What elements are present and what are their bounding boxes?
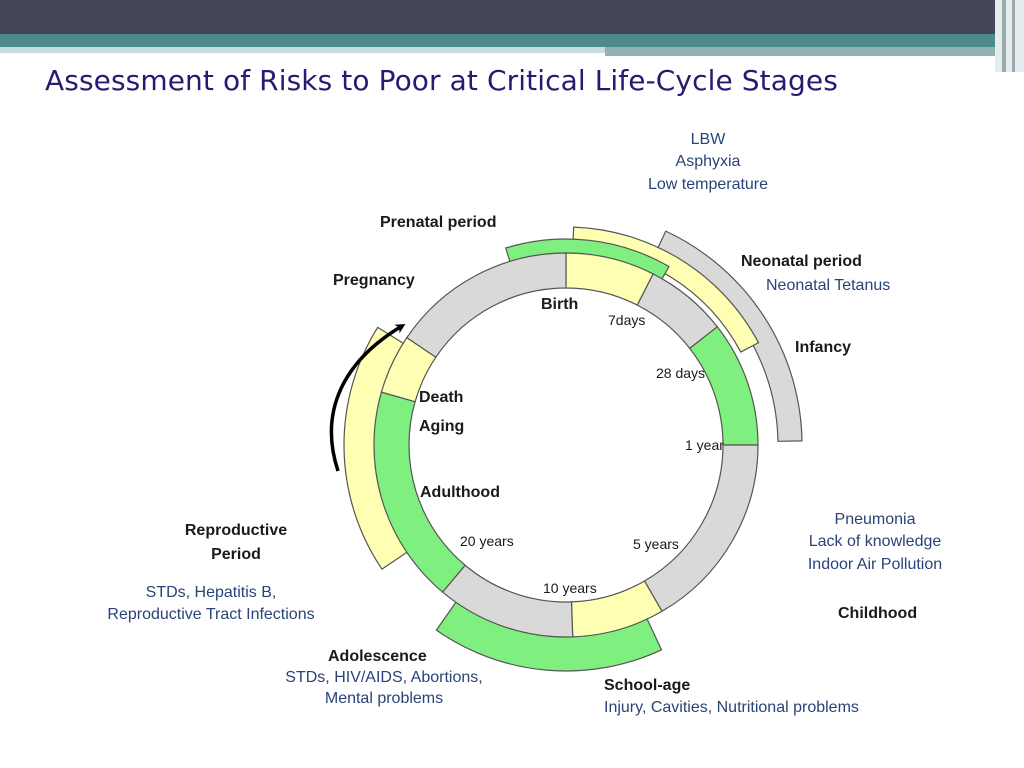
tick-label-10years: 10 years bbox=[543, 580, 597, 596]
risk-childhood-1: Pneumonia bbox=[835, 511, 916, 528]
header-right-line bbox=[1012, 0, 1015, 72]
cycle-return-arrow bbox=[329, 323, 406, 472]
risk-reproductive-2: Reproductive Tract Infections bbox=[107, 606, 314, 623]
header-teal-band bbox=[0, 34, 1024, 47]
inner-label-birth: Birth bbox=[541, 296, 578, 313]
risk-adolescence-1: STDs, HIV/AIDS, Abortions, bbox=[285, 669, 482, 686]
tick-label-1year: 1 year bbox=[685, 437, 724, 453]
stage-label-reproductive-line2: Period bbox=[211, 546, 261, 563]
inner-label-aging: Aging bbox=[419, 418, 464, 435]
slide-title: Assessment of Risks to Poor at Critical … bbox=[45, 64, 838, 97]
life-cycle-ring bbox=[343, 226, 803, 672]
risk-childhood-3: Indoor Air Pollution bbox=[808, 556, 942, 573]
risk-reproductive-1: STDs, Hepatitis B, bbox=[146, 584, 277, 601]
header-right-line bbox=[1002, 0, 1006, 72]
tick-label-28days: 28 days bbox=[656, 365, 705, 381]
stage-label-school-age: School-age bbox=[604, 677, 690, 694]
header-light-band bbox=[0, 47, 605, 53]
risk-childhood-2: Lack of knowledge bbox=[809, 533, 942, 550]
stage-label-neonatal: Neonatal period bbox=[741, 253, 862, 270]
inner-label-death: Death bbox=[419, 389, 463, 406]
stage-label-childhood: Childhood bbox=[838, 605, 917, 622]
stage-label-prenatal: Prenatal period bbox=[380, 214, 496, 231]
risk-neonatal-top-2: Asphyxia bbox=[676, 153, 741, 170]
stage-label-adolescence: Adolescence bbox=[328, 648, 427, 665]
risk-neonatal-top-3: Low temperature bbox=[648, 176, 768, 193]
header-bar bbox=[0, 0, 1024, 34]
header-mid-band bbox=[605, 47, 1024, 56]
stage-label-reproductive-line1: Reproductive bbox=[185, 522, 287, 539]
header-right-strip bbox=[995, 0, 1024, 72]
ring-segment-childhood bbox=[643, 444, 759, 613]
tick-label-20years: 20 years bbox=[460, 533, 514, 549]
inner-label-adulthood: Adulthood bbox=[420, 484, 500, 501]
risk-neonatal: Neonatal Tetanus bbox=[766, 277, 890, 294]
risk-neonatal-top-1: LBW bbox=[691, 131, 727, 148]
risk-school-age: Injury, Cavities, Nutritional problems bbox=[604, 699, 859, 716]
risk-adolescence-2: Mental problems bbox=[325, 690, 443, 707]
tick-label-5years: 5 years bbox=[633, 536, 679, 552]
stage-label-pregnancy: Pregnancy bbox=[333, 272, 415, 289]
ring-segment-pregnancy bbox=[405, 252, 567, 359]
stage-label-infancy: Infancy bbox=[795, 339, 851, 356]
tick-label-7days: 7days bbox=[608, 312, 645, 328]
